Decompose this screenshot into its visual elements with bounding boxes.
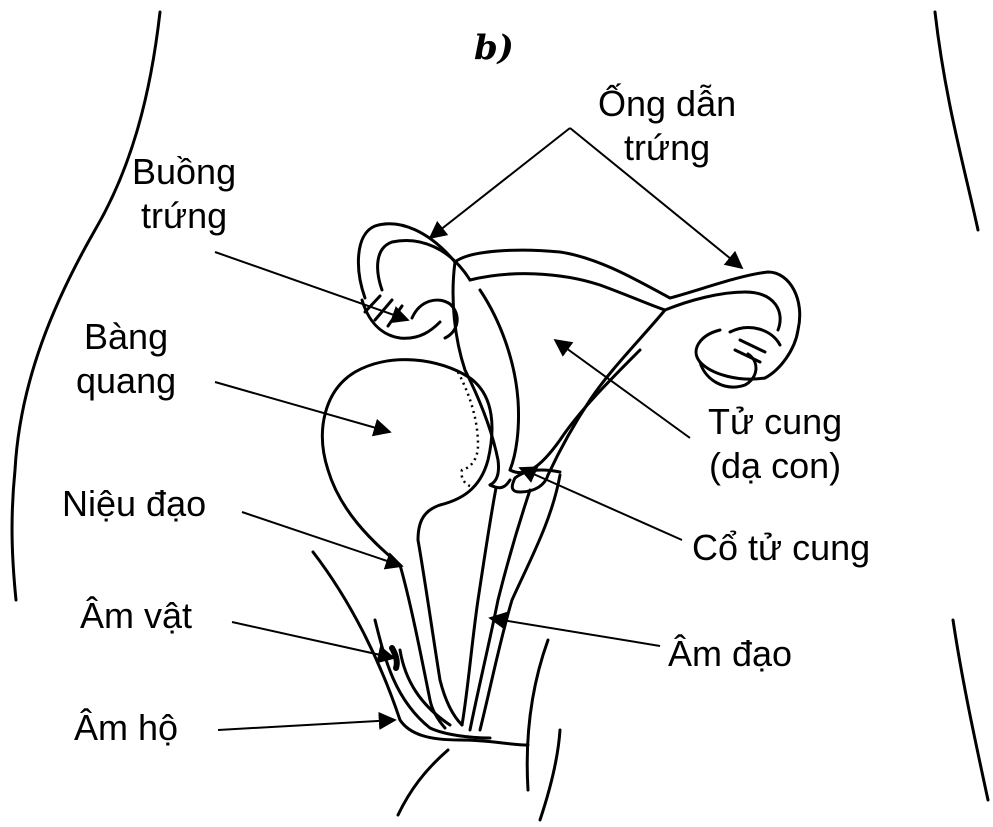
pointer-vagina: [490, 618, 660, 646]
pointer-urethra: [242, 512, 402, 566]
pointer-bladder: [215, 382, 390, 432]
pointer-oviduct-left: [430, 128, 570, 238]
label-cervix: Cổ tử cung: [692, 526, 870, 570]
label-bladder: Bàng quang: [76, 315, 176, 403]
label-bladder-line2: quang: [76, 359, 176, 403]
label-uterus: Tử cung (dạ con): [708, 400, 842, 488]
label-bladder-line1: Bàng: [76, 315, 176, 359]
bladder-outline: [322, 360, 492, 565]
label-vulva: Âm hộ: [74, 706, 178, 750]
label-ovary: Buồng trứng: [132, 150, 236, 238]
label-oviduct-line1: Ống dẫn: [598, 82, 736, 126]
figure-letter: b): [474, 28, 514, 68]
pointer-clitoris: [232, 622, 394, 658]
oviduct-left: [358, 224, 455, 298]
label-oviduct: Ống dẫn trứng: [598, 82, 736, 170]
label-oviduct-line2: trứng: [598, 126, 736, 170]
thigh-outline: [527, 640, 548, 790]
label-vagina: Âm đạo: [668, 632, 792, 676]
uterus-outline: [455, 250, 800, 378]
ovary-left: [412, 300, 457, 338]
label-urethra: Niệu đạo: [62, 482, 206, 526]
label-clitoris: Âm vật: [80, 594, 192, 638]
body-outline-right: [935, 12, 978, 230]
label-uterus-line1: Tử cung: [708, 400, 842, 444]
pointer-vulva: [218, 720, 395, 730]
label-uterus-line2: (dạ con): [708, 444, 842, 488]
label-ovary-line1: Buồng: [132, 150, 236, 194]
label-ovary-line2: trứng: [132, 194, 236, 238]
